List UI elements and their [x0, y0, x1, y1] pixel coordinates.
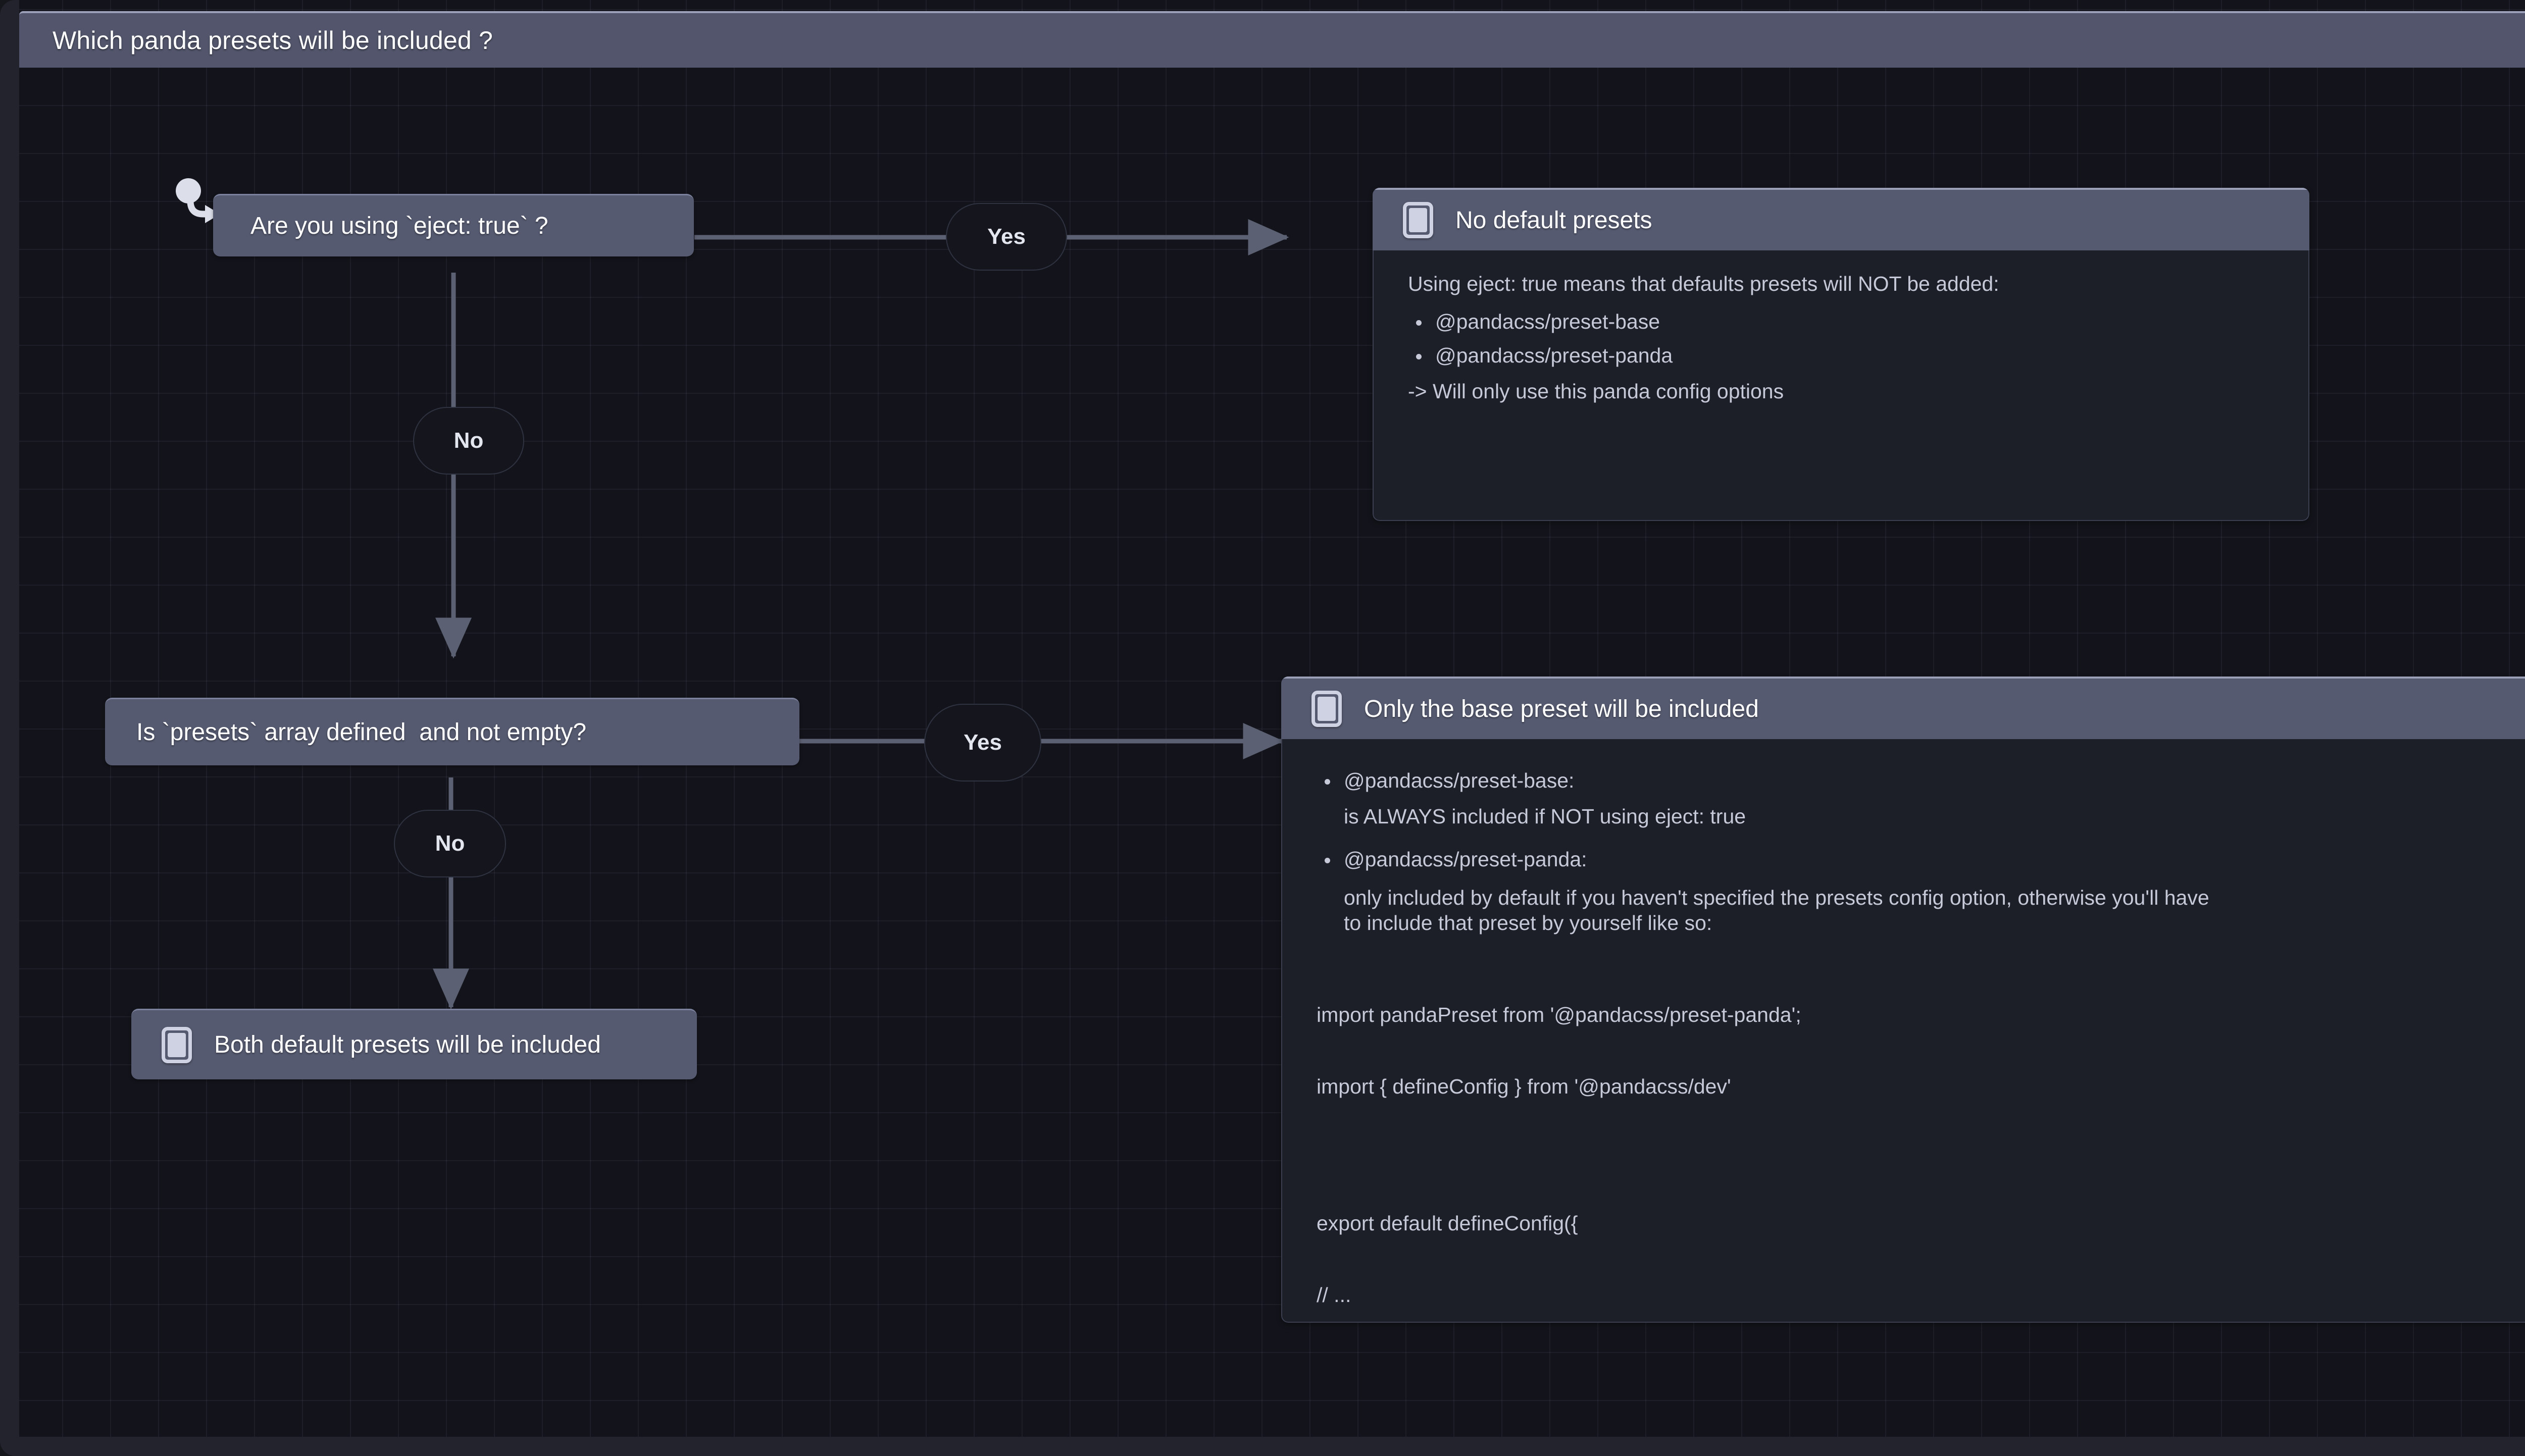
code-line: import { defineConfig } from '@pandacss/…	[1317, 1074, 1731, 1098]
note-code-block: import pandaPreset from '@pandacss/prese…	[1317, 956, 2525, 1323]
diagram-canvas[interactable]: Are you using `eject: true` ? Yes No No …	[19, 0, 2525, 1437]
node-decision-eject[interactable]: Are you using `eject: true` ?	[213, 194, 694, 256]
edge-label-yes-eject[interactable]: Yes	[946, 203, 1067, 271]
node-decision-presets-label: Is `presets` array defined and not empty…	[136, 719, 587, 746]
list-item-detail: is ALWAYS included if NOT using eject: t…	[1344, 805, 1746, 828]
list-item-text: @pandacss/preset-panda	[1435, 344, 1673, 367]
note-icon	[1311, 691, 1342, 727]
list-item: @pandacss/preset-base	[1408, 311, 2278, 332]
edge-label-yes-presets[interactable]: Yes	[924, 704, 1041, 782]
list-item: @pandacss/preset-panda	[1408, 345, 2278, 366]
node-result-both-presets[interactable]: Both default presets will be included	[131, 1009, 697, 1079]
note-panel-header: Only the base preset will be included	[1281, 677, 2525, 739]
note-outro-text: -> Will only use this panda config optio…	[1408, 380, 1784, 403]
list-item-text: @pandacss/preset-base	[1435, 310, 1660, 333]
list-item-title: @pandacss/preset-base:	[1344, 769, 1575, 792]
note-panel-title: No default presets	[1455, 206, 1652, 234]
note-panel-header: No default presets	[1373, 188, 2309, 250]
note-panel-only-base-preset[interactable]: Only the base preset will be included @p…	[1281, 677, 2525, 1323]
start-circle-arrow-icon	[176, 178, 220, 223]
note-intro-text: Using eject: true means that defaults pr…	[1408, 272, 1999, 295]
note-panel-title: Only the base preset will be included	[1364, 695, 1759, 722]
edge-label-no-presets-text: No	[435, 831, 465, 856]
code-line: import pandaPreset from '@pandacss/prese…	[1317, 1003, 1801, 1027]
list-item-detail: only included by default if you haven't …	[1344, 886, 2209, 935]
list-item: @pandacss/preset-base: is ALWAYS include…	[1317, 770, 2525, 827]
note-panel-no-default-presets[interactable]: No default presets Using eject: true mea…	[1373, 188, 2309, 521]
edge-label-no-presets[interactable]: No	[394, 810, 506, 877]
note-panel-body: @pandacss/preset-base: is ALWAYS include…	[1281, 739, 2525, 1323]
code-line: // ...	[1317, 1283, 1351, 1307]
list-item: @pandacss/preset-panda: only included by…	[1317, 849, 2525, 935]
edge-label-yes-eject-text: Yes	[987, 224, 1026, 249]
code-blank-line	[1317, 1146, 2525, 1164]
edge-label-no-eject[interactable]: No	[413, 407, 524, 475]
node-decision-eject-label: Are you using `eject: true` ?	[250, 213, 548, 239]
node-decision-presets[interactable]: Is `presets` array defined and not empty…	[105, 698, 799, 765]
note-bullet-list: @pandacss/preset-base: is ALWAYS include…	[1317, 770, 2525, 935]
note-icon	[1403, 202, 1433, 238]
edge-label-no-eject-text: No	[453, 428, 484, 453]
node-result-both-presets-label: Both default presets will be included	[214, 1031, 601, 1058]
note-bullet-list: @pandacss/preset-base @pandacss/preset-p…	[1408, 311, 2278, 366]
list-item-title: @pandacss/preset-panda:	[1344, 848, 1587, 871]
start-marker	[167, 170, 227, 230]
diagram-title-bar: Which panda presets will be included ?	[19, 11, 2525, 68]
note-panel-body: Using eject: true means that defaults pr…	[1373, 250, 2309, 521]
note-icon	[162, 1026, 192, 1063]
code-line: export default defineConfig({	[1317, 1212, 1578, 1235]
edge-label-yes-presets-text: Yes	[964, 730, 1002, 755]
page-title: Which panda presets will be included ?	[53, 26, 493, 55]
